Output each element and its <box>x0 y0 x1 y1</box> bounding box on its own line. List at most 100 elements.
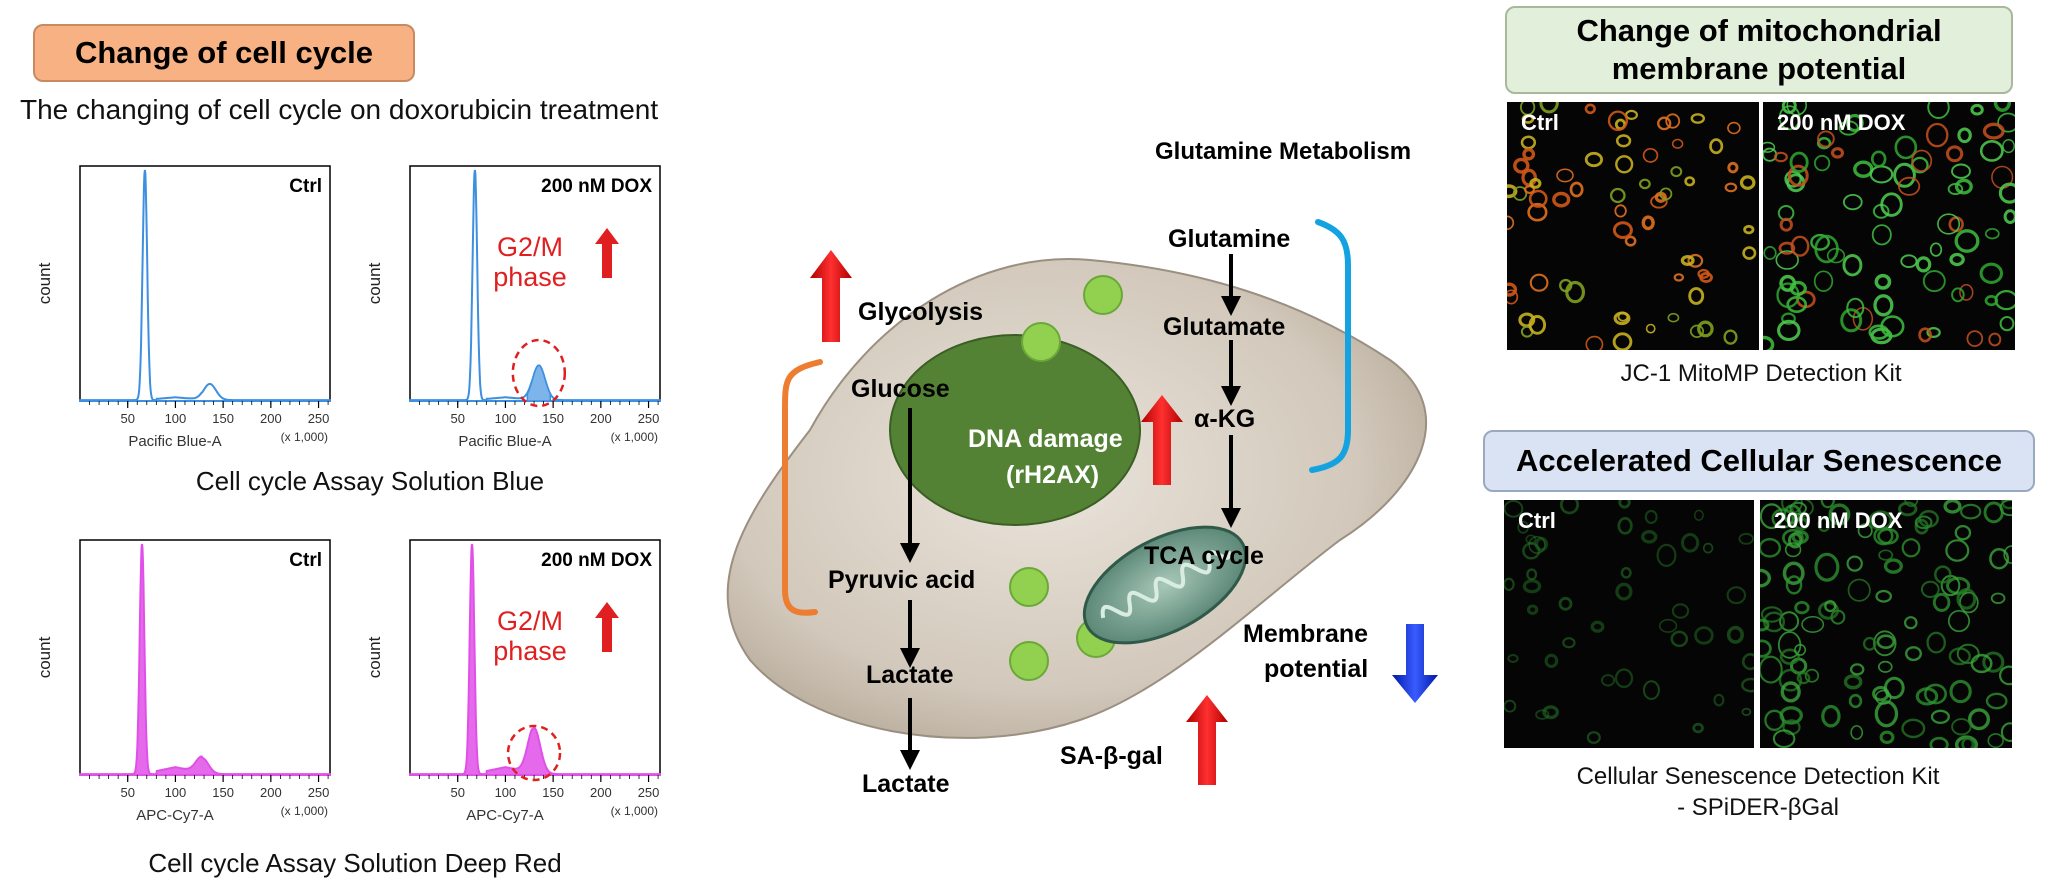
panel-label: Ctrl <box>289 176 322 197</box>
x-axis-unit: (x 1,000) <box>611 804 658 818</box>
cell-spot <box>1785 575 1803 595</box>
cell-spot <box>1539 102 1559 114</box>
cell-spot <box>1920 580 1940 599</box>
sagal-up-arrow <box>1186 695 1228 785</box>
cell-spot <box>1781 312 1796 325</box>
cell-spot <box>1790 235 1810 257</box>
cell-spot <box>1763 246 1777 260</box>
x-tick-label: 200 <box>590 785 612 800</box>
y-axis-label: count <box>35 636 54 678</box>
caption-assay-blue: Cell cycle Assay Solution Blue <box>195 466 545 496</box>
glycolysis-bracket <box>782 359 823 616</box>
cell-spot <box>1830 147 1845 159</box>
cell-spot <box>1999 665 2012 686</box>
histogram-series <box>79 169 331 402</box>
cell-spot <box>1692 722 1704 734</box>
vesicle <box>1083 275 1123 315</box>
cell-spot <box>1763 141 1776 153</box>
cell-spot <box>1918 509 1939 528</box>
cell-spot <box>1784 170 1803 188</box>
cell-spot <box>1671 138 1684 149</box>
cell-spot <box>1612 332 1633 350</box>
x-tick-label: 50 <box>120 785 134 800</box>
cell-spot <box>1527 202 1548 222</box>
cell-spot <box>2003 545 2012 564</box>
cell-spot <box>1804 668 1820 683</box>
cell-spot <box>1982 651 2005 673</box>
g2m-up-arrow <box>595 602 619 652</box>
spider-dox-label: 200 nM DOX <box>1774 508 1903 533</box>
x-tick-label: 150 <box>542 785 564 800</box>
mitochondrion <box>1082 525 1248 645</box>
jc1-ctrl-label: Ctrl <box>1521 110 1559 135</box>
cell-spot <box>1949 679 1972 704</box>
cell-spot <box>1813 154 1831 172</box>
cell-spot <box>1614 204 1627 218</box>
cell-spot <box>1775 250 1799 270</box>
cell-spot <box>1951 718 1972 736</box>
cell-spot <box>1697 320 1714 338</box>
cell-spot <box>1915 256 1932 273</box>
cell-spot <box>1847 578 1871 602</box>
cell-spot <box>1702 542 1714 554</box>
cell-spot <box>1784 542 1802 558</box>
cell-spot <box>1743 224 1755 235</box>
cell-spot <box>1726 586 1747 605</box>
cell-spot <box>1786 295 1808 314</box>
cell-spot <box>1760 568 1771 588</box>
x-tick-label: 100 <box>165 785 187 800</box>
cell-spot <box>1945 539 1970 562</box>
cell-spot <box>1680 254 1695 267</box>
cell-spot <box>1857 523 1873 539</box>
cell-spot <box>1741 707 1752 716</box>
cell-spot <box>1615 582 1633 601</box>
cell-spot <box>1780 681 1801 703</box>
cell-spot <box>1883 558 1903 574</box>
cell-spot <box>1522 147 1536 161</box>
cell-spot <box>1741 677 1754 693</box>
vesicle <box>1009 641 1049 681</box>
cell-spot <box>1828 503 1851 526</box>
cell-spot <box>1873 294 1894 317</box>
cell-spot <box>1529 177 1542 189</box>
cell-spot <box>1914 515 1933 530</box>
cell-spot <box>1526 568 1538 581</box>
cell-spot <box>1994 289 2015 311</box>
x-tick-label: 250 <box>308 785 330 800</box>
cell-spot <box>1618 500 1631 509</box>
cell-spot <box>1760 606 1783 623</box>
cell-diagram <box>726 219 1438 785</box>
phase-label: phase <box>493 636 567 666</box>
cell-spot <box>2000 722 2012 742</box>
cell-spot <box>1926 327 1941 339</box>
cell-spot <box>1524 184 1536 194</box>
cell-spot <box>1814 552 1840 582</box>
cell-spot <box>1526 604 1539 615</box>
lactate-outer-label: Lactate <box>862 770 950 798</box>
cell-spot <box>1954 229 1980 253</box>
cell-spot <box>1979 262 2004 284</box>
g2m-label: G2/M <box>497 606 563 636</box>
cell-spot <box>1794 601 1810 615</box>
cell-spot <box>1988 332 2002 347</box>
cell-spot <box>1871 224 1892 246</box>
x-tick-label: 200 <box>590 411 612 426</box>
cell-spot <box>1569 181 1584 198</box>
membrane-label: Membrane <box>1243 620 1369 648</box>
cell-spot <box>1521 114 1535 124</box>
cell-spot <box>1620 567 1632 579</box>
cell-spot <box>1559 500 1580 515</box>
cell-spot <box>1820 500 1835 509</box>
cell-spot <box>1665 113 1681 129</box>
cell-spot <box>1507 215 1515 231</box>
cell-spot <box>1760 639 1772 658</box>
x-axis-label: APC-Cy7-A <box>136 807 214 824</box>
cell-spot <box>1689 324 1705 338</box>
lactate-inner-label: Lactate <box>866 661 954 689</box>
cell-spot <box>1918 327 1932 343</box>
cell-spot <box>1615 155 1634 174</box>
glutamine-bracket <box>1309 219 1351 473</box>
x-tick-label: 250 <box>308 411 330 426</box>
x-axis-unit: (x 1,000) <box>281 430 328 444</box>
cell-spot <box>1507 184 1518 199</box>
